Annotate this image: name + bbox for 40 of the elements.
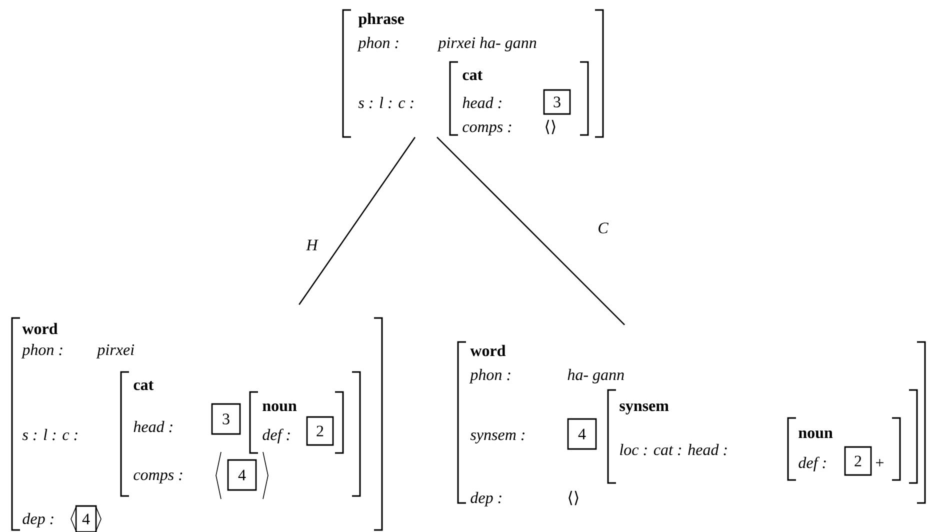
value-text: pirxei	[96, 344, 134, 358]
type-label: word	[22, 322, 58, 334]
feature-label: head :	[462, 96, 502, 108]
feature-label: s : l : c :	[22, 428, 78, 440]
type-label: cat	[134, 381, 154, 390]
feature-label: comps :	[462, 124, 512, 136]
type-label: phrase	[358, 12, 404, 28]
tag-box: 4	[75, 505, 97, 532]
feature-label: phon :	[469, 368, 510, 384]
feature-label: phon :	[21, 344, 62, 358]
type-label: noun	[798, 430, 833, 438]
tag-box: 3	[543, 89, 571, 115]
edge-label: C	[596, 222, 610, 234]
feature-label: def :	[262, 428, 290, 444]
feature-label: s : l : c :	[358, 96, 414, 108]
tree-branch	[436, 136, 625, 326]
tag-box: 2	[306, 416, 334, 446]
feature-label: synsem :	[470, 432, 524, 444]
feature-label: dep :	[22, 512, 54, 528]
feature-label: def :	[798, 456, 826, 472]
tree-branch	[298, 136, 416, 305]
value-text: ha- gann	[568, 368, 624, 384]
empty-list: ⟨⟩	[546, 120, 556, 134]
edge-label: H	[305, 238, 319, 252]
type-label: synsem	[620, 403, 669, 414]
feature-label: loc : cat : head :	[620, 444, 727, 456]
tag-box: 3	[211, 403, 241, 435]
tag-box: 4	[567, 418, 597, 450]
empty-list: ⟨⟩	[568, 490, 578, 506]
feature-label: dep :	[470, 492, 502, 506]
tag-box: 4	[227, 459, 257, 491]
feature-label: phon :	[357, 36, 398, 52]
type-label: word	[470, 344, 506, 356]
tag-box: 2	[844, 446, 872, 476]
value-text: +	[876, 458, 884, 466]
feature-label: head :	[134, 420, 172, 432]
type-label: cat	[462, 71, 483, 80]
value-text: pirxei ha- gann	[437, 36, 536, 52]
feature-label: comps :	[134, 472, 182, 484]
type-label: noun	[262, 403, 297, 412]
